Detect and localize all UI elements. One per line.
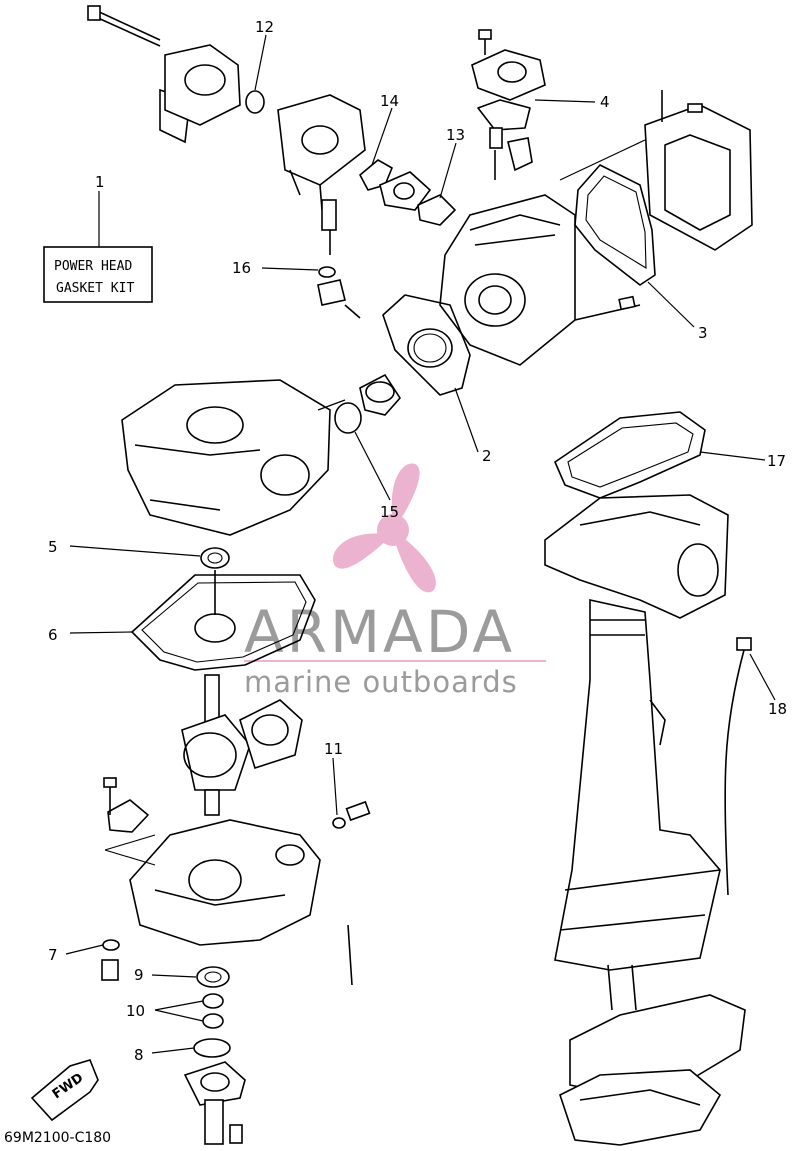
svg-text:10: 10 [126, 1002, 145, 1020]
kit-line-1: POWER HEAD [54, 259, 132, 274]
callout-7: 7 [48, 944, 104, 964]
oil-seal-9 [196, 966, 230, 988]
callout-13: 13 [439, 126, 465, 199]
svg-text:18: 18 [768, 700, 787, 718]
drive-shaft-housing [544, 494, 729, 971]
gasket-3 [574, 164, 656, 286]
exhaust-cover [559, 90, 753, 251]
armada-logo: ARMADA marine outboards [244, 463, 546, 699]
callout-18: 18 [749, 653, 787, 718]
insulator [379, 171, 432, 211]
o-ring-12 [245, 90, 265, 114]
lower-unit [559, 964, 746, 1146]
callout-2: 2 [454, 387, 492, 465]
svg-text:2: 2 [482, 447, 492, 465]
gasket-17 [554, 411, 706, 499]
crankcase-gasket-6 [131, 574, 316, 671]
callout-9: 9 [134, 966, 197, 984]
bearing-10b [202, 1013, 224, 1029]
power-head-gasket-kit-box: POWER HEAD GASKET KIT [43, 191, 153, 303]
carburetor-assembly [87, 5, 366, 319]
callout-3: 3 [647, 281, 708, 342]
callout-4: 4 [534, 93, 610, 111]
lower-crankcase [103, 777, 321, 946]
pilot-hose-18 [724, 637, 752, 896]
lower-bearing-housing [183, 1061, 246, 1145]
svg-text:11: 11 [324, 740, 343, 758]
o-ring-15 [334, 402, 362, 434]
svg-text:17: 17 [767, 452, 786, 470]
svg-text:1: 1 [95, 173, 105, 191]
svg-text:14: 14 [380, 92, 399, 110]
svg-text:9: 9 [134, 966, 144, 984]
o-ring-8 [193, 1038, 231, 1058]
callout-10: 10 [126, 1000, 204, 1022]
svg-text:16: 16 [232, 259, 251, 277]
svg-text:7: 7 [48, 946, 58, 964]
bearing-10a [202, 993, 224, 1009]
brand-name: ARMADA [244, 598, 515, 666]
gasket-14 [359, 159, 393, 191]
head-gasket-2 [382, 294, 471, 396]
fwd-arrow-icon: FWD [30, 1059, 99, 1122]
callout-15: 15 [354, 431, 399, 521]
callout-17: 17 [699, 451, 786, 470]
cylinder-head [439, 194, 641, 366]
diagram-code: 69M2100-C180 [4, 1130, 111, 1146]
svg-text:3: 3 [698, 324, 708, 342]
crankcase-block [121, 379, 346, 536]
thermostat-cover [471, 29, 546, 180]
o-ring-16 [318, 266, 336, 278]
brand-tagline: marine outboards [244, 665, 518, 699]
callout-1: 1 [95, 173, 105, 191]
callout-16: 16 [232, 259, 319, 277]
svg-text:15: 15 [380, 503, 399, 521]
svg-text:5: 5 [48, 538, 58, 556]
svg-text:8: 8 [134, 1046, 144, 1064]
svg-text:4: 4 [600, 93, 610, 111]
svg-text:13: 13 [446, 126, 465, 144]
callout-14: 14 [371, 92, 399, 166]
crankshaft-assembly [181, 674, 303, 816]
callout-12: 12 [254, 18, 274, 91]
svg-text:12: 12 [255, 18, 274, 36]
callout-6: 6 [48, 626, 133, 644]
gasket-13 [417, 194, 456, 226]
svg-text:6: 6 [48, 626, 58, 644]
callout-8: 8 [134, 1046, 195, 1064]
callout-5: 5 [48, 538, 201, 557]
oil-seal-5 [200, 547, 230, 569]
callout-11: 11 [324, 740, 343, 816]
kit-line-2: GASKET KIT [56, 281, 134, 296]
